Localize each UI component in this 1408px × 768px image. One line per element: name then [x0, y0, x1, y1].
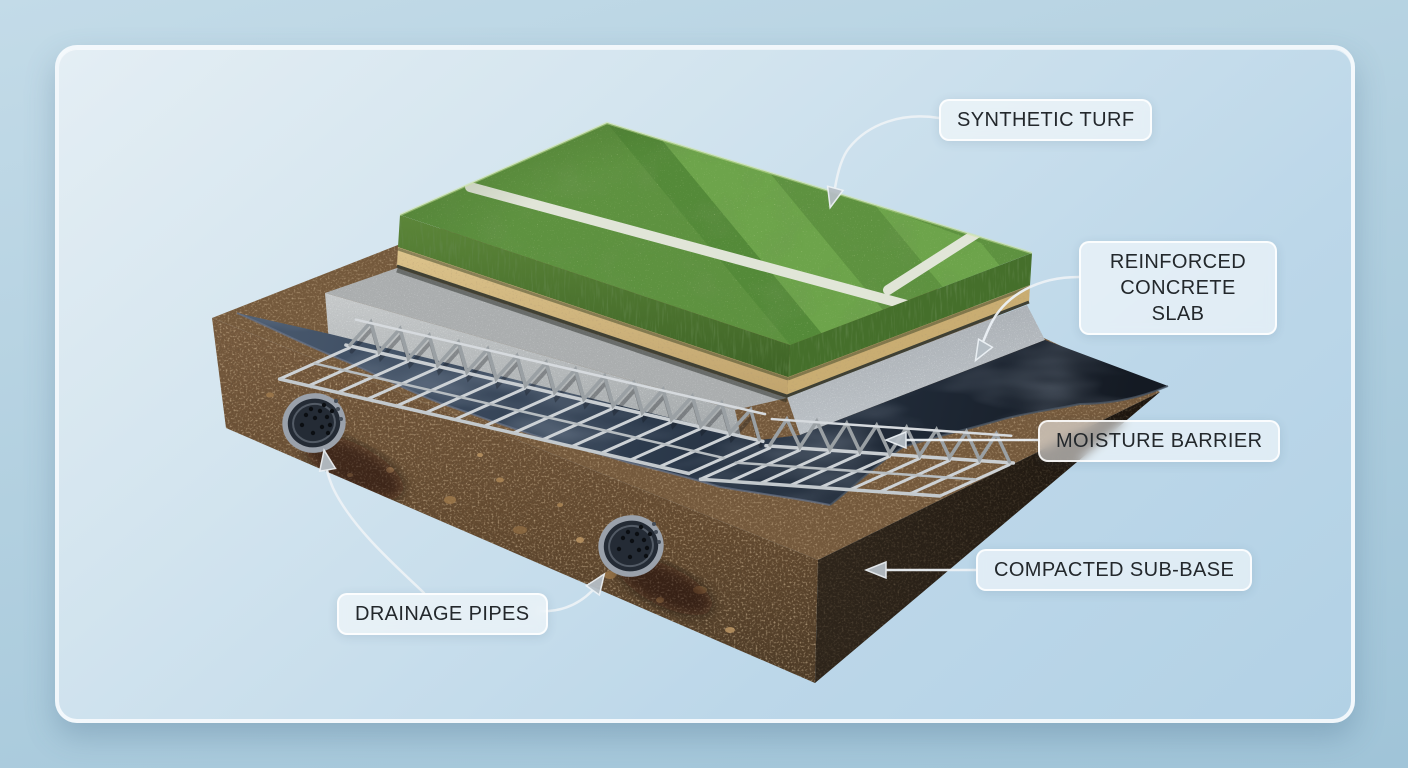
arrowhead-icon [974, 338, 994, 363]
label-drainage-pipes: DRAINAGE PIPES [337, 593, 548, 635]
label-synthetic-turf: SYNTHETIC TURF [939, 99, 1153, 141]
connector-compacted-sub-base [863, 560, 978, 580]
connectors [318, 115, 1081, 613]
drainage-pipe-1 [282, 393, 404, 500]
connector-moisture-barrier [883, 430, 1040, 450]
pipe-perforations [616, 524, 653, 560]
sand-layer [396, 247, 1031, 398]
label-moisture-barrier: MOISTURE BARRIER [1038, 420, 1281, 462]
connector-drainage-pipe-1 [318, 448, 426, 595]
arrowhead-icon [883, 430, 907, 450]
pipe-perforations [299, 402, 335, 436]
rebar-mesh [277, 318, 1016, 498]
label-compacted-sub-base: COMPACTED SUB-BASE [976, 549, 1253, 591]
arrowhead-icon [584, 572, 606, 597]
arrowhead-icon [318, 448, 337, 473]
label-reinforced-concrete-slab: REINFORCED CONCRETE SLAB [1079, 241, 1277, 335]
drainage-pipe-2 [598, 515, 713, 616]
connector-reinforced-concrete-slab [974, 275, 1081, 363]
arrowhead-icon [826, 185, 845, 210]
arrowhead-icon [863, 560, 887, 580]
connector-synthetic-turf [826, 115, 941, 210]
